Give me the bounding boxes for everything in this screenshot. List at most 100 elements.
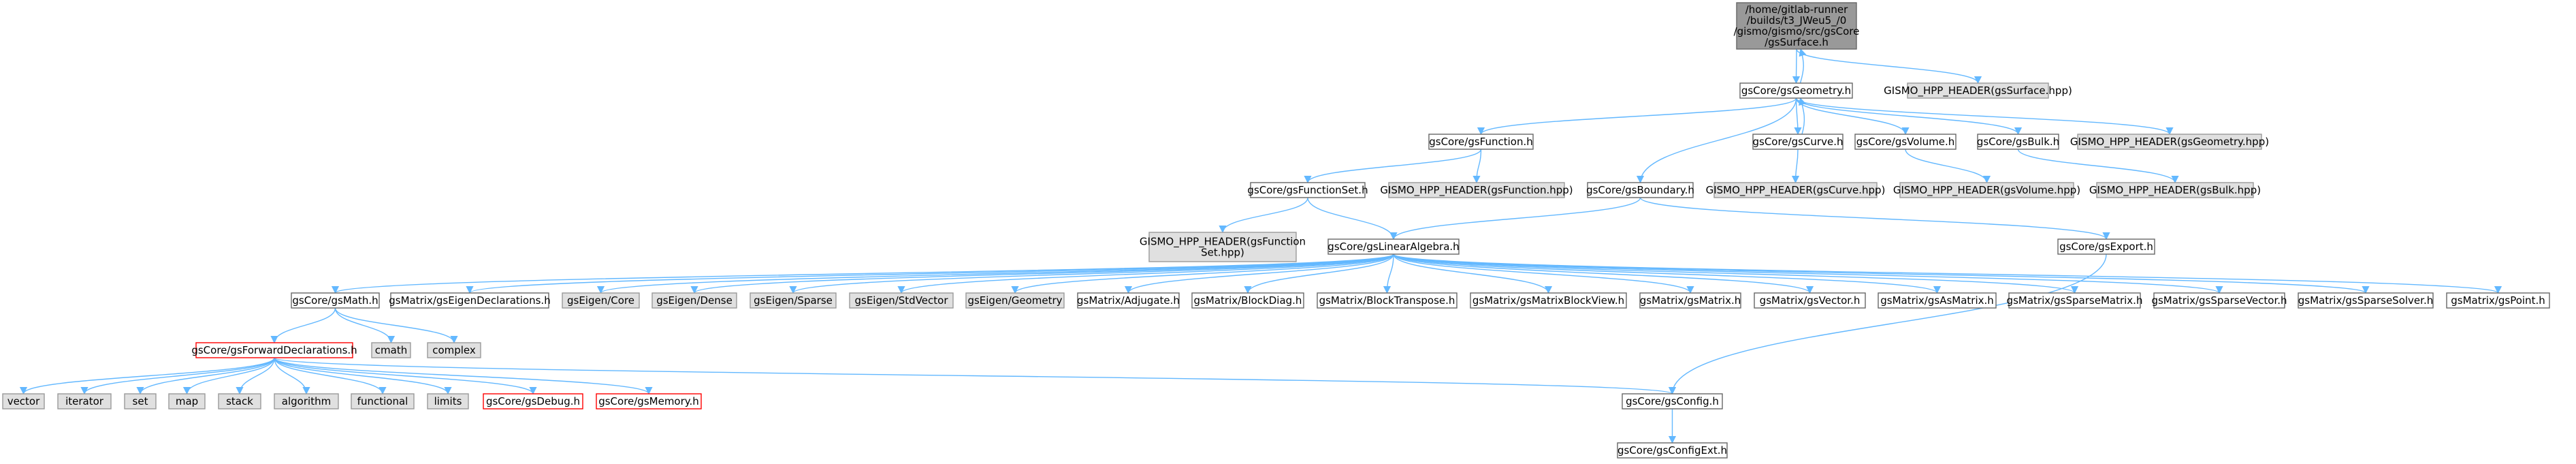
node-box-functionset bbox=[1250, 182, 1366, 198]
node-boundary[interactable]: gsCore/gsBoundary.h bbox=[1586, 182, 1694, 198]
edge-math-to-forward bbox=[270, 307, 336, 344]
node-config[interactable]: gsCore/gsConfig.h bbox=[1622, 393, 1723, 409]
edge-linalg-to-blocktranspose bbox=[1383, 253, 1394, 294]
node-box-limits bbox=[427, 393, 469, 409]
node-label-blocktranspose: gsMatrix/BlockTranspose.h bbox=[1319, 294, 1455, 307]
node-box-surface_hpp bbox=[1907, 82, 2049, 99]
node-label-eigendecl: gsMatrix/gsEigenDeclarations.h bbox=[389, 294, 550, 307]
node-label-geometry_hpp: GISMO_HPP_HEADER(gsGeometry.hpp) bbox=[2070, 136, 2269, 149]
node-label-configext: gsCore/gsConfigExt.h bbox=[1617, 444, 1727, 457]
node-label-geometry: gsCore/gsGeometry.h bbox=[1741, 84, 1851, 97]
node-limits: limits bbox=[427, 393, 469, 409]
edge-forward-to-set bbox=[136, 357, 275, 395]
node-configext[interactable]: gsCore/gsConfigExt.h bbox=[1617, 442, 1728, 459]
node-gsmatrix[interactable]: gsMatrix/gsMatrix.h bbox=[1639, 292, 1741, 309]
edge-linalg-to-matrixblockview bbox=[1393, 253, 1553, 294]
node-iterator: iterator bbox=[57, 393, 112, 409]
node-memory[interactable]: gsCore/gsMemory.h bbox=[596, 393, 702, 409]
edge-forward-to-limits bbox=[274, 357, 452, 395]
node-label-adjugate: gsMatrix/Adjugate.h bbox=[1077, 294, 1180, 307]
node-box-blocktranspose bbox=[1317, 292, 1458, 309]
edge-math-to-complex bbox=[334, 307, 458, 344]
node-box-iterator bbox=[57, 393, 112, 409]
node-box-gsvector bbox=[1754, 292, 1866, 309]
edge-functionset-to-functionset_hpp bbox=[1219, 197, 1308, 234]
node-blockdiag[interactable]: gsMatrix/BlockDiag.h bbox=[1191, 292, 1304, 309]
node-box-debug bbox=[483, 393, 583, 409]
edge-linalg-to-eigendecl bbox=[466, 253, 1394, 294]
node-debug[interactable]: gsCore/gsDebug.h bbox=[483, 393, 583, 409]
node-box-config bbox=[1622, 393, 1723, 409]
node-box-functionset_hpp bbox=[1148, 232, 1297, 262]
edge-forward-to-stack bbox=[236, 357, 275, 395]
node-box-matrixblockview bbox=[1470, 292, 1627, 309]
node-label-math: gsCore/gsMath.h bbox=[292, 294, 378, 307]
edge-linalg-to-asmatrix bbox=[1393, 253, 1941, 294]
edge-forward-to-map bbox=[182, 357, 275, 395]
node-box-functional bbox=[351, 393, 415, 409]
node-label-export: gsCore/gsExport.h bbox=[2059, 241, 2153, 253]
node-export[interactable]: gsCore/gsExport.h bbox=[2057, 238, 2155, 255]
node-matrixblockview[interactable]: gsMatrix/gsMatrixBlockView.h bbox=[1470, 292, 1627, 309]
node-volume[interactable]: gsCore/gsVolume.h bbox=[1854, 134, 1957, 150]
node-label-cmath: cmath bbox=[375, 344, 407, 356]
node-functionset_hpp: GISMO_HPP_HEADER(gsFunctionSet.hpp) bbox=[1140, 232, 1306, 262]
node-box-curve_hpp bbox=[1713, 182, 1878, 198]
node-bulk_hpp: GISMO_HPP_HEADER(gsBulk.hpp) bbox=[2089, 182, 2261, 198]
edge-forward-to-config bbox=[274, 357, 1676, 395]
node-adjugate[interactable]: gsMatrix/Adjugate.h bbox=[1077, 292, 1180, 309]
edge-forward-to-algorithm bbox=[274, 357, 310, 395]
node-sparsematrix[interactable]: gsMatrix/gsSparseMatrix.h bbox=[2007, 292, 2143, 309]
edge-geometry-to-volume bbox=[1795, 97, 1910, 136]
node-geometry[interactable]: gsCore/gsGeometry.h bbox=[1739, 82, 1853, 99]
node-blocktranspose[interactable]: gsMatrix/BlockTranspose.h bbox=[1317, 292, 1458, 309]
node-sparsesolver[interactable]: gsMatrix/gsSparseSolver.h bbox=[2298, 292, 2434, 309]
edge-linalg-to-eigen_geometry bbox=[1011, 253, 1394, 294]
edge-math-to-cmath bbox=[334, 307, 396, 344]
edge-linalg-to-point bbox=[1393, 253, 2502, 294]
node-label-root-0: /home/gitlab-runner bbox=[1745, 3, 1848, 16]
edge-bulk-to-bulk_hpp bbox=[2017, 149, 2179, 184]
node-functionset[interactable]: gsCore/gsFunctionSet.h bbox=[1247, 182, 1368, 198]
edge-forward-to-memory bbox=[274, 357, 653, 395]
node-label-eigen_core: gsEigen/Core bbox=[567, 294, 634, 307]
node-box-curve bbox=[1752, 134, 1844, 150]
edge-forward-to-debug bbox=[274, 357, 537, 395]
node-box-sparsevector bbox=[2153, 292, 2285, 309]
node-label-eigen_geometry: gsEigen/Geometry bbox=[967, 294, 1062, 307]
node-box-forward bbox=[195, 342, 353, 358]
node-asmatrix[interactable]: gsMatrix/gsAsMatrix.h bbox=[1878, 292, 1997, 309]
node-box-configext bbox=[1617, 442, 1728, 459]
node-label-debug: gsCore/gsDebug.h bbox=[486, 395, 580, 407]
node-forward[interactable]: gsCore/gsForwardDeclarations.h bbox=[191, 342, 357, 358]
node-curve[interactable]: gsCore/gsCurve.h bbox=[1752, 134, 1844, 150]
node-box-algorithm bbox=[274, 393, 339, 409]
node-label-blockdiag: gsMatrix/BlockDiag.h bbox=[1194, 294, 1302, 307]
edge-root-to-surface_hpp bbox=[1796, 48, 1982, 84]
node-label-functional: functional bbox=[357, 395, 408, 407]
node-bulk[interactable]: gsCore/gsBulk.h bbox=[1977, 134, 2059, 150]
node-cmath: cmath bbox=[371, 342, 411, 358]
node-label-function_hpp: GISMO_HPP_HEADER(gsFunction.hpp) bbox=[1380, 184, 1573, 197]
node-box-complex bbox=[427, 342, 481, 358]
node-box-asmatrix bbox=[1878, 292, 1997, 309]
node-point[interactable]: gsMatrix/gsPoint.h bbox=[2446, 292, 2550, 309]
node-gsvector[interactable]: gsMatrix/gsVector.h bbox=[1754, 292, 1866, 309]
node-eigen_geometry: gsEigen/Geometry bbox=[965, 292, 1065, 309]
edge-geometry-to-function bbox=[1477, 97, 1797, 136]
node-linalg[interactable]: gsCore/gsLinearAlgebra.h bbox=[1327, 238, 1460, 255]
node-box-adjugate bbox=[1077, 292, 1180, 309]
edge-forward-to-vector bbox=[20, 357, 275, 395]
node-math[interactable]: gsCore/gsMath.h bbox=[291, 292, 380, 309]
node-box-eigen_stdvector bbox=[849, 292, 954, 309]
edge-linalg-to-sparsematrix bbox=[1393, 253, 2078, 294]
node-sparsevector[interactable]: gsMatrix/gsSparseVector.h bbox=[2151, 292, 2287, 309]
node-box-linalg bbox=[1327, 238, 1460, 255]
edge-geometry-to-bulk bbox=[1795, 97, 2022, 136]
edge-linalg-to-blockdiag bbox=[1244, 253, 1394, 294]
node-eigendecl[interactable]: gsMatrix/gsEigenDeclarations.h bbox=[389, 292, 551, 309]
node-label-forward: gsCore/gsForwardDeclarations.h bbox=[191, 344, 357, 356]
node-functional: functional bbox=[351, 393, 415, 409]
node-label-matrixblockview: gsMatrix/gsMatrixBlockView.h bbox=[1472, 294, 1624, 307]
node-function[interactable]: gsCore/gsFunction.h bbox=[1428, 134, 1534, 150]
